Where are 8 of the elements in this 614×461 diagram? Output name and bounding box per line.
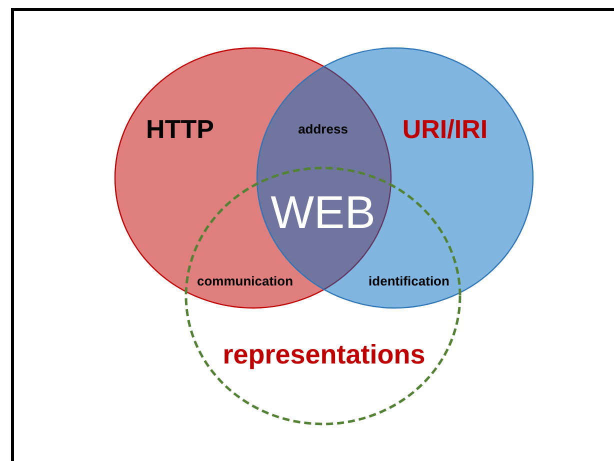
circle-label: representations <box>222 342 426 368</box>
region-label: identification <box>368 274 450 288</box>
region-label: address <box>298 122 348 136</box>
circle-label: URI/IRI <box>402 116 488 142</box>
dashed-circle <box>184 166 462 426</box>
circle-label: HTTP <box>146 116 214 142</box>
region-label: communication <box>196 274 294 288</box>
center-label: WEB <box>270 189 376 235</box>
